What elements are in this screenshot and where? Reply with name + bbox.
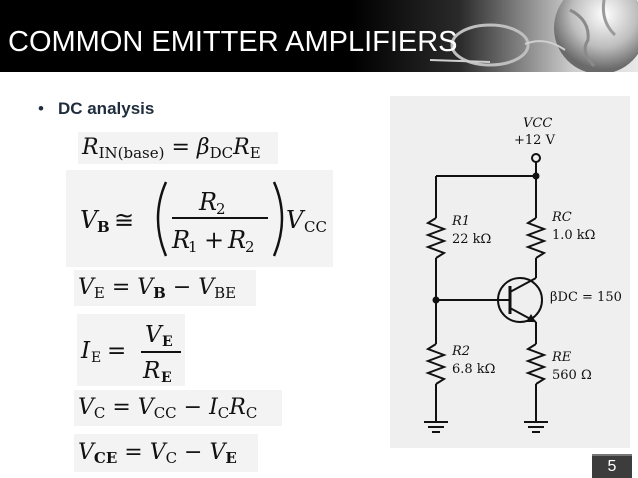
svg-text:R: R	[142, 358, 160, 384]
rc-label: RC	[552, 210, 572, 225]
svg-text:R: R	[227, 226, 246, 254]
svg-text:CC: CC	[304, 218, 327, 236]
svg-text:E: E	[161, 370, 172, 386]
svg-text:B: B	[97, 218, 110, 236]
svg-text:1: 1	[188, 238, 198, 256]
globe-glasses-decoration	[430, 0, 638, 72]
voltage-divider-formula: V B ≅ R 2 R 1 + R 2 V CC	[80, 181, 327, 257]
emitter-arrow-icon	[526, 314, 536, 322]
slide-title: COMMON EMITTER AMPLIFIERS	[8, 26, 458, 58]
r2-label: R2	[452, 344, 471, 359]
emitter-current-formula: I E = V E R E	[80, 322, 181, 386]
svg-text:+: +	[204, 226, 224, 254]
svg-text:≅: ≅	[114, 206, 134, 234]
svg-text:V: V	[80, 206, 100, 234]
svg-text:=: =	[107, 338, 126, 364]
page-number: 5	[592, 454, 632, 478]
equation-ve: VE = VB − VBE	[74, 270, 256, 306]
r1-value: 22 kΩ	[452, 232, 492, 247]
svg-text:V: V	[145, 322, 164, 348]
circuit-diagram: VCC +12 V R1 22 kΩ RC 1.0 kΩ βDC = 150 R…	[390, 96, 630, 448]
bullet-dot-icon: •	[38, 99, 44, 118]
svg-text:R: R	[198, 188, 217, 216]
slide-header: COMMON EMITTER AMPLIFIERS	[0, 0, 638, 72]
beta-label: βDC = 150	[550, 290, 622, 305]
re-label: RE	[552, 350, 572, 365]
bullet-label: DC analysis	[57, 99, 155, 118]
equation-vc: VC = VCC − ICRC	[74, 390, 282, 426]
svg-text:R: R	[171, 226, 190, 254]
svg-text:2: 2	[245, 238, 255, 256]
svg-text:E: E	[162, 334, 173, 350]
equation-ie: I E = V E R E	[77, 314, 185, 386]
equation-vb: V B ≅ R 2 R 1 + R 2 V CC	[66, 170, 333, 267]
svg-text:E: E	[91, 350, 101, 366]
svg-text:I: I	[80, 338, 91, 364]
equation-rin: RIN(base) = βDCRE	[78, 132, 278, 164]
r2-value: 6.8 kΩ	[452, 362, 496, 377]
r1-label: R1	[452, 214, 471, 229]
svg-text:V: V	[286, 206, 306, 234]
bullet-item: • DC analysis	[38, 99, 154, 119]
rc-value: 1.0 kΩ	[552, 228, 596, 243]
equation-vce: VCE = VC − VE	[74, 434, 258, 472]
vcc-label: VCC	[523, 116, 553, 131]
re-value: 560 Ω	[552, 368, 592, 383]
common-emitter-schematic	[424, 153, 548, 433]
svg-text:2: 2	[216, 200, 226, 218]
vcc-value: +12 V	[514, 133, 555, 148]
